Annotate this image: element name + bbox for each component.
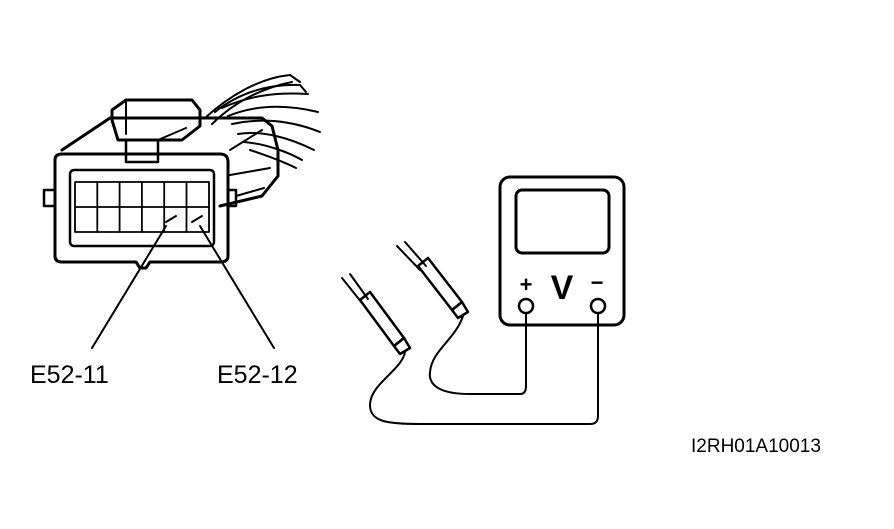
negative-terminal-icon bbox=[589, 297, 607, 315]
leader-line-e52-11 bbox=[91, 225, 167, 349]
connector-housing-front bbox=[53, 152, 230, 270]
voltmeter-body bbox=[498, 175, 626, 327]
voltmeter: V + − bbox=[498, 175, 626, 327]
connector-cavity bbox=[68, 168, 216, 248]
probe-negative bbox=[341, 273, 412, 356]
voltmeter-unit-label: V bbox=[551, 269, 574, 307]
plus-sign: + bbox=[520, 272, 533, 297]
positive-terminal-icon bbox=[517, 297, 535, 315]
connector-e52 bbox=[42, 98, 280, 270]
connector-housing-back bbox=[60, 116, 280, 208]
probe-positive bbox=[396, 241, 470, 320]
pin-e52-11-marker bbox=[165, 215, 177, 223]
minus-sign: − bbox=[591, 270, 604, 295]
pin-grid bbox=[74, 181, 210, 233]
pin-e52-12-marker bbox=[191, 215, 203, 223]
label-e52-12: E52-12 bbox=[217, 361, 298, 389]
label-e52-11: E52-11 bbox=[30, 361, 109, 389]
lead-positive bbox=[428, 312, 527, 395]
lead-negative bbox=[369, 312, 599, 425]
figure-code: I2RH01A10013 bbox=[691, 436, 821, 457]
voltmeter-display bbox=[514, 188, 611, 255]
leader-line-e52-12 bbox=[199, 225, 275, 349]
